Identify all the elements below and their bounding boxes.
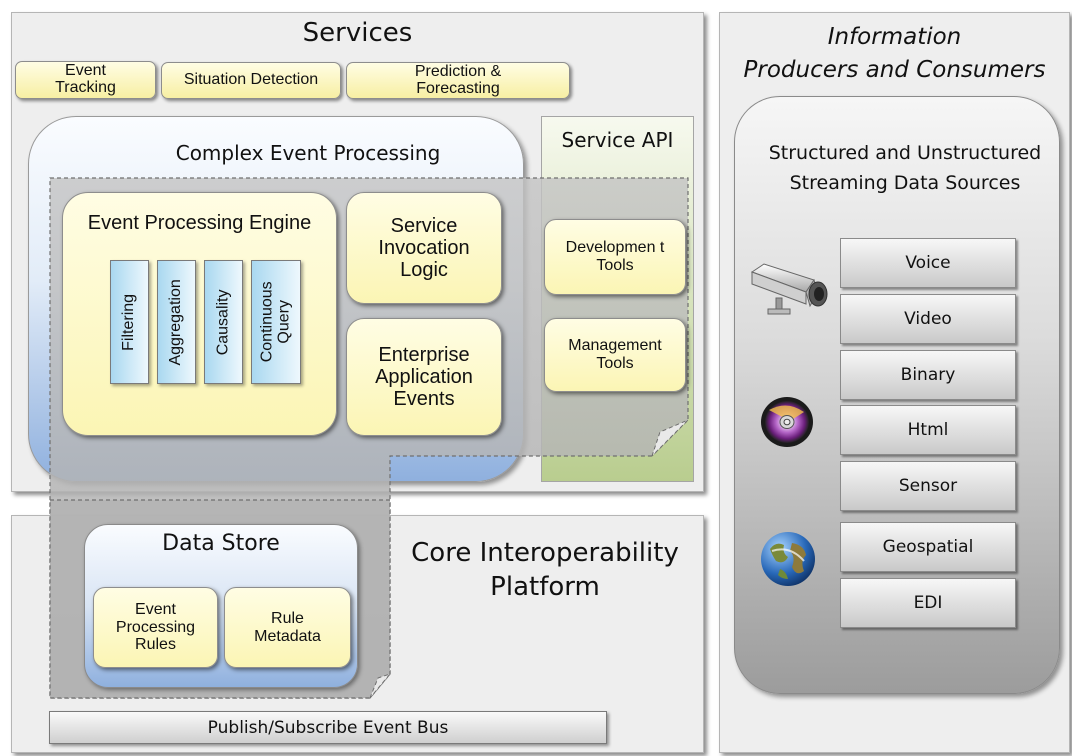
event-bus: Publish/Subscribe Event Bus: [49, 711, 607, 744]
source-video: Video: [840, 294, 1016, 344]
source-sensor: Sensor: [840, 461, 1016, 511]
development-tools: Developmen t Tools: [544, 219, 686, 295]
source-voice: Voice: [840, 238, 1016, 288]
source-edi: EDI: [840, 578, 1016, 628]
source-binary: Binary: [840, 350, 1016, 400]
sources-title-line2: Streaming Data Sources: [789, 172, 1021, 194]
continuous-query-bar: Continuous Query: [251, 260, 301, 384]
source-geospatial: Geospatial: [840, 522, 1016, 572]
service-api-title: Service API: [561, 128, 674, 152]
management-tools: Management Tools: [544, 318, 686, 392]
info-title-line1: Information: [827, 24, 962, 50]
core-platform-title: Core Interoperability Platform: [411, 538, 679, 602]
situation-detection-box: Situation Detection: [161, 62, 341, 99]
rule-metadata: Rule Metadata: [224, 587, 351, 668]
filtering-bar: Filtering: [110, 260, 149, 384]
globe-icon: [761, 532, 815, 586]
services-title: Services: [302, 18, 413, 48]
source-html: Html: [840, 405, 1016, 455]
info-title-line2: Producers and Consumers: [743, 57, 1046, 83]
sources-title-line1: Structured and Unstructured: [768, 142, 1042, 164]
cep-title: Complex Event Processing: [175, 141, 441, 165]
causality-bar: Causality: [204, 260, 243, 384]
event-processing-rules: Event Processing Rules: [93, 587, 218, 668]
disc-icon: [761, 397, 813, 447]
data-store-title: Data Store: [162, 531, 280, 556]
engine-title: Event Processing Engine: [87, 212, 312, 234]
camera-icon: [750, 263, 828, 315]
aggregation-bar: Aggregation: [157, 260, 196, 384]
prediction-forecasting-box: Prediction & Forecasting: [346, 62, 570, 99]
event-tracking-box: Event Tracking: [15, 61, 156, 99]
service-invocation-logic: Service Invocation Logic: [346, 192, 502, 304]
enterprise-application-events: Enterprise Application Events: [346, 318, 502, 436]
event-bus-label: Publish/Subscribe Event Bus: [207, 717, 449, 738]
